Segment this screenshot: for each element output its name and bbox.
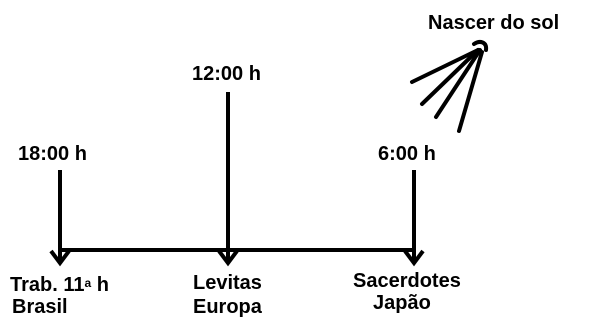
time-label-noon: 12:00 h [192,63,261,85]
sun-rays-icon [410,40,489,133]
marker-label-japao-line1: Sacerdotes [353,270,461,292]
sunrise-label: Nascer do sol [428,12,560,34]
time-label-evening: 18:00 h [18,143,87,165]
marker-label-brasil-line1: Trab. 11a h [10,274,109,296]
arrow-down-icon [403,170,425,267]
marker-label-superscript: a [84,276,92,290]
marker-label-prefix: Trab. 11 [10,274,85,296]
marker-label-suffix: h [91,274,109,296]
arrow-down-icon [217,92,239,267]
marker-label-brasil-line2: Brasil [12,296,68,318]
marker-label-europa-line1: Levitas [193,272,262,294]
time-label-morning: 6:00 h [378,143,436,165]
arrow-down-icon [49,170,71,267]
marker-label-europa-line2: Europa [193,296,262,318]
marker-label-japao-line2: Japão [373,292,431,314]
